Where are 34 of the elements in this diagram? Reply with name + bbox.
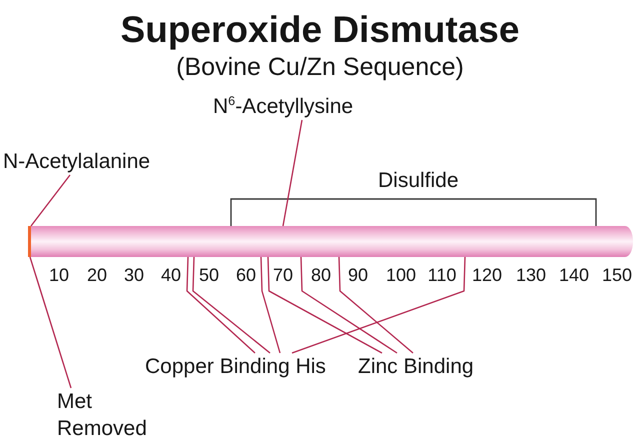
residue-number: 150 — [602, 265, 632, 286]
leader-line — [29, 256, 72, 388]
leader-line — [192, 256, 270, 354]
residue-number: 110 — [428, 265, 456, 286]
binding-site-label: Zinc Binding — [358, 353, 474, 380]
bond-label: Disulfide — [378, 168, 459, 194]
leader-line — [292, 256, 466, 354]
modification-label: N-Acetylalanine — [3, 148, 150, 175]
title: Superoxide Dismutase — [120, 9, 520, 51]
modification-label: Met Removed — [57, 388, 157, 442]
leader-line — [338, 256, 414, 354]
residue-number: 70 — [272, 265, 294, 286]
residue-number: 60 — [236, 265, 256, 286]
residue-number: 50 — [198, 265, 220, 286]
leader-line — [267, 256, 382, 354]
modification-label: N$^{6}$-Acetyllysine — [213, 93, 354, 120]
residue-number: 100 — [386, 265, 416, 286]
leader-line — [260, 256, 281, 354]
leader-line — [30, 174, 71, 226]
leader-line — [300, 256, 398, 354]
residue-number: 10 — [48, 265, 70, 286]
residue-number: 30 — [124, 265, 144, 286]
sequence-bar — [28, 226, 633, 257]
residue-number: 90 — [348, 265, 368, 286]
residue-number: 140 — [558, 265, 590, 286]
binding-site-label: Copper Binding His — [145, 353, 326, 380]
subtitle: (Bovine Cu/Zn Sequence) — [176, 53, 464, 82]
residue-number: 80 — [310, 265, 332, 286]
leader-line — [186, 256, 256, 354]
residue-number: 120 — [472, 265, 502, 286]
residue-number: 40 — [160, 265, 182, 286]
residue-number: 130 — [516, 265, 546, 286]
leader-line — [282, 120, 303, 226]
residue-number: 20 — [86, 265, 108, 286]
